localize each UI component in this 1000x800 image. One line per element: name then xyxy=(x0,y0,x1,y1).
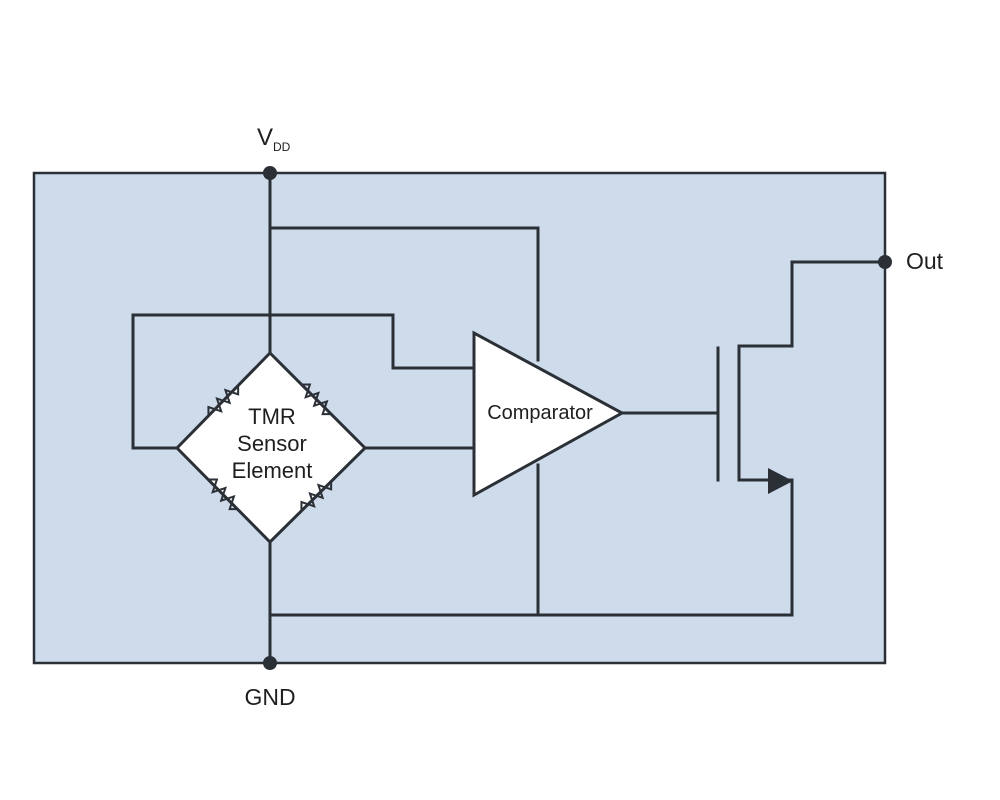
comparator-supply-wire xyxy=(268,226,540,362)
sensor-label-line1: TMR xyxy=(248,404,296,429)
resistor-top-left-icon xyxy=(207,385,240,416)
output-transistor xyxy=(716,344,794,494)
out-pin-dot xyxy=(878,255,892,269)
comparator-triangle xyxy=(472,330,626,498)
ground-bus-wire xyxy=(268,480,794,617)
gnd-pin-dot xyxy=(263,656,277,670)
transistor-arrow-icon xyxy=(768,468,793,494)
vdd-label-main: V xyxy=(257,124,273,151)
sensor-label-line3: Element xyxy=(232,458,313,483)
gnd-label: GND xyxy=(244,684,295,710)
ic-package-body xyxy=(32,171,887,665)
bridge-left-to-comparator-wire xyxy=(131,313,476,450)
tmr-sensor-element: TMR Sensor Element xyxy=(174,350,368,545)
resistor-bottom-left-icon xyxy=(208,478,239,511)
vdd-label-subscript: DD xyxy=(273,140,291,154)
comparator-label: Comparator xyxy=(487,402,593,424)
comparator: Comparator xyxy=(472,330,626,498)
drain-to-out-wire xyxy=(737,260,887,348)
sensor-label-line2: Sensor xyxy=(237,431,307,456)
out-label: Out xyxy=(906,248,944,274)
vdd-pin-dot xyxy=(263,166,277,180)
vdd-label: VDD xyxy=(257,124,291,154)
resistor-bottom-right-icon xyxy=(300,480,333,511)
resistor-top-right-icon xyxy=(301,383,332,416)
circuit-wires xyxy=(131,171,887,665)
